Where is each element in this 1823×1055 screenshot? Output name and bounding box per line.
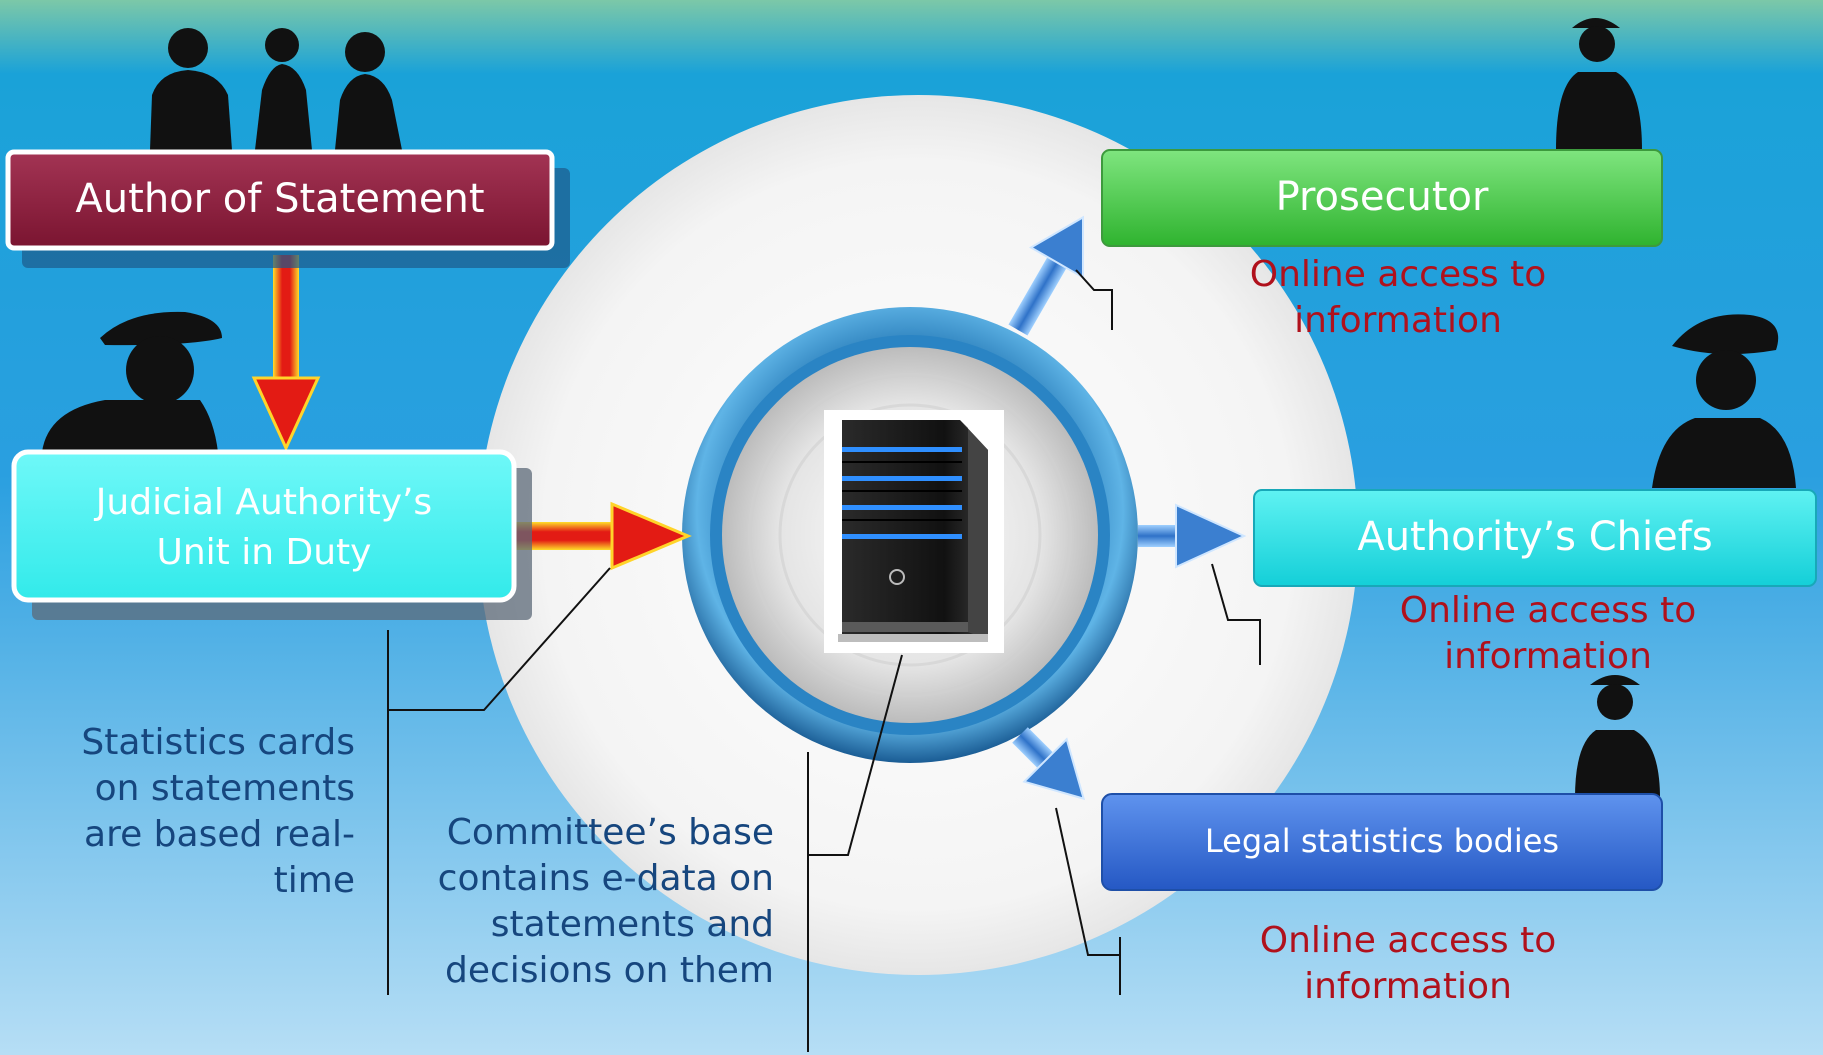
arrow-base-to-legal	[1012, 727, 1086, 801]
stats-cards-line: are based real-	[84, 814, 355, 855]
author-label-wrap: Author of Statement	[8, 152, 552, 248]
stats-cards-line: Statistics cards	[81, 722, 355, 763]
author-box[interactable]	[5, 149, 555, 251]
committee-base-line: Committee’s base	[446, 812, 774, 853]
author-box-label: Author of Statement	[75, 176, 485, 222]
duty-box-label-line1: Judicial Authority’s	[95, 482, 433, 523]
legal-label-wrap: Legal statistics bodies	[1102, 794, 1662, 890]
officer-silhouette-icon	[1556, 18, 1642, 150]
officer-silhouette-icon	[1575, 675, 1660, 798]
people-silhouette-icon	[150, 28, 402, 150]
duty-label-wrap: Judicial Authority’s Unit in Duty	[14, 452, 514, 600]
stats-cards-note: Statistics cards on statements are based…	[40, 720, 355, 904]
stats-cards-line: time	[273, 860, 355, 901]
online-access-legal: Online access to information	[1228, 918, 1588, 1010]
arrow-base-to-prosecutor	[1008, 215, 1085, 336]
online-access-line: information	[1304, 966, 1512, 1007]
prosecutor-label-wrap: Prosecutor	[1102, 150, 1662, 246]
online-access-line: information	[1444, 636, 1652, 677]
online-access-line: Online access to	[1249, 254, 1547, 295]
arrow-base-to-chiefs	[1138, 503, 1247, 569]
arrow-author-to-duty	[251, 255, 321, 452]
online-access-line: Online access to	[1399, 590, 1697, 631]
legal-box-label: Legal statistics bodies	[1204, 822, 1560, 860]
prosecutor-box-label: Prosecutor	[1275, 174, 1489, 220]
callout-lines	[387, 269, 1261, 1052]
online-access-prosecutor: Online access to information	[1218, 252, 1578, 344]
chiefs-label-wrap: Authority’s Chiefs	[1254, 490, 1816, 586]
online-access-line: Online access to	[1259, 920, 1557, 961]
server-icon	[824, 410, 1004, 653]
legal-box[interactable]	[1101, 793, 1663, 891]
officer-silhouette-icon	[1652, 314, 1796, 488]
duty-box[interactable]	[11, 449, 517, 603]
committee-base-line: statements and	[490, 904, 774, 945]
duty-box-label-line2: Unit in Duty	[156, 532, 372, 573]
prosecutor-box[interactable]	[1101, 149, 1663, 247]
committee-base-line: contains e-data on	[437, 858, 774, 899]
committee-base-line: decisions on them	[444, 950, 774, 991]
online-access-line: information	[1294, 300, 1502, 341]
online-access-chiefs: Online access to information	[1368, 588, 1728, 680]
officer-silhouette-icon	[42, 311, 222, 452]
committee-base-note: Committee’s base contains e-data on stat…	[430, 810, 774, 994]
stats-cards-line: on statements	[94, 768, 355, 809]
chiefs-box-label: Authority’s Chiefs	[1357, 514, 1713, 560]
chiefs-box[interactable]	[1253, 489, 1817, 587]
